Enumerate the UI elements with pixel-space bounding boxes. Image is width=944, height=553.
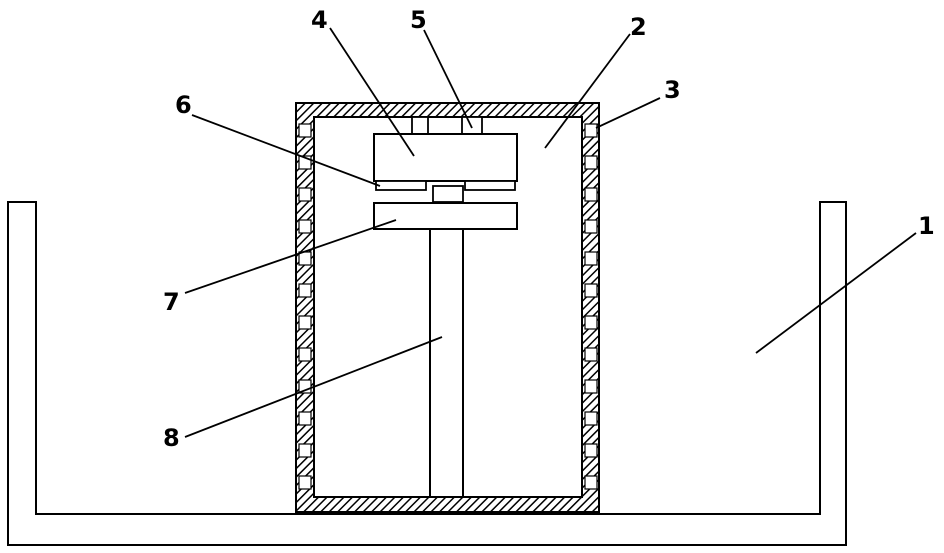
wall-opening bbox=[298, 347, 312, 362]
wall-opening bbox=[584, 251, 598, 266]
label-5: 5 bbox=[410, 6, 427, 34]
wall-opening bbox=[298, 219, 312, 234]
wall-opening bbox=[584, 123, 598, 138]
wall-opening bbox=[584, 475, 598, 490]
label-8: 8 bbox=[163, 424, 180, 452]
label-4: 4 bbox=[311, 6, 328, 34]
wall-opening bbox=[584, 283, 598, 298]
label-3: 3 bbox=[664, 76, 681, 104]
motor-base-plates bbox=[375, 180, 516, 191]
wall-opening bbox=[298, 251, 312, 266]
wall-opening bbox=[298, 475, 312, 490]
label-7: 7 bbox=[163, 288, 180, 316]
rotating-disc bbox=[373, 202, 518, 230]
tank-outer-outline bbox=[7, 201, 847, 546]
coupling bbox=[432, 185, 464, 203]
label-6: 6 bbox=[175, 91, 192, 119]
wall-opening bbox=[584, 347, 598, 362]
wall-opening bbox=[298, 443, 312, 458]
wall-opening bbox=[584, 219, 598, 234]
shaft bbox=[429, 228, 464, 498]
wall-opening bbox=[584, 411, 598, 426]
wall-opening bbox=[298, 315, 312, 330]
wall-opening bbox=[298, 123, 312, 138]
right-wall-openings bbox=[584, 123, 598, 490]
leader-lines bbox=[184, 27, 917, 438]
wall-opening bbox=[584, 443, 598, 458]
wall-opening bbox=[584, 315, 598, 330]
wall-opening bbox=[584, 379, 598, 394]
motor-block bbox=[373, 133, 518, 182]
label-2: 2 bbox=[630, 13, 647, 41]
wall-opening bbox=[298, 283, 312, 298]
wall-opening bbox=[298, 411, 312, 426]
wall-opening bbox=[584, 155, 598, 170]
wall-opening bbox=[584, 187, 598, 202]
wall-opening bbox=[298, 187, 312, 202]
label-1: 1 bbox=[918, 212, 935, 240]
